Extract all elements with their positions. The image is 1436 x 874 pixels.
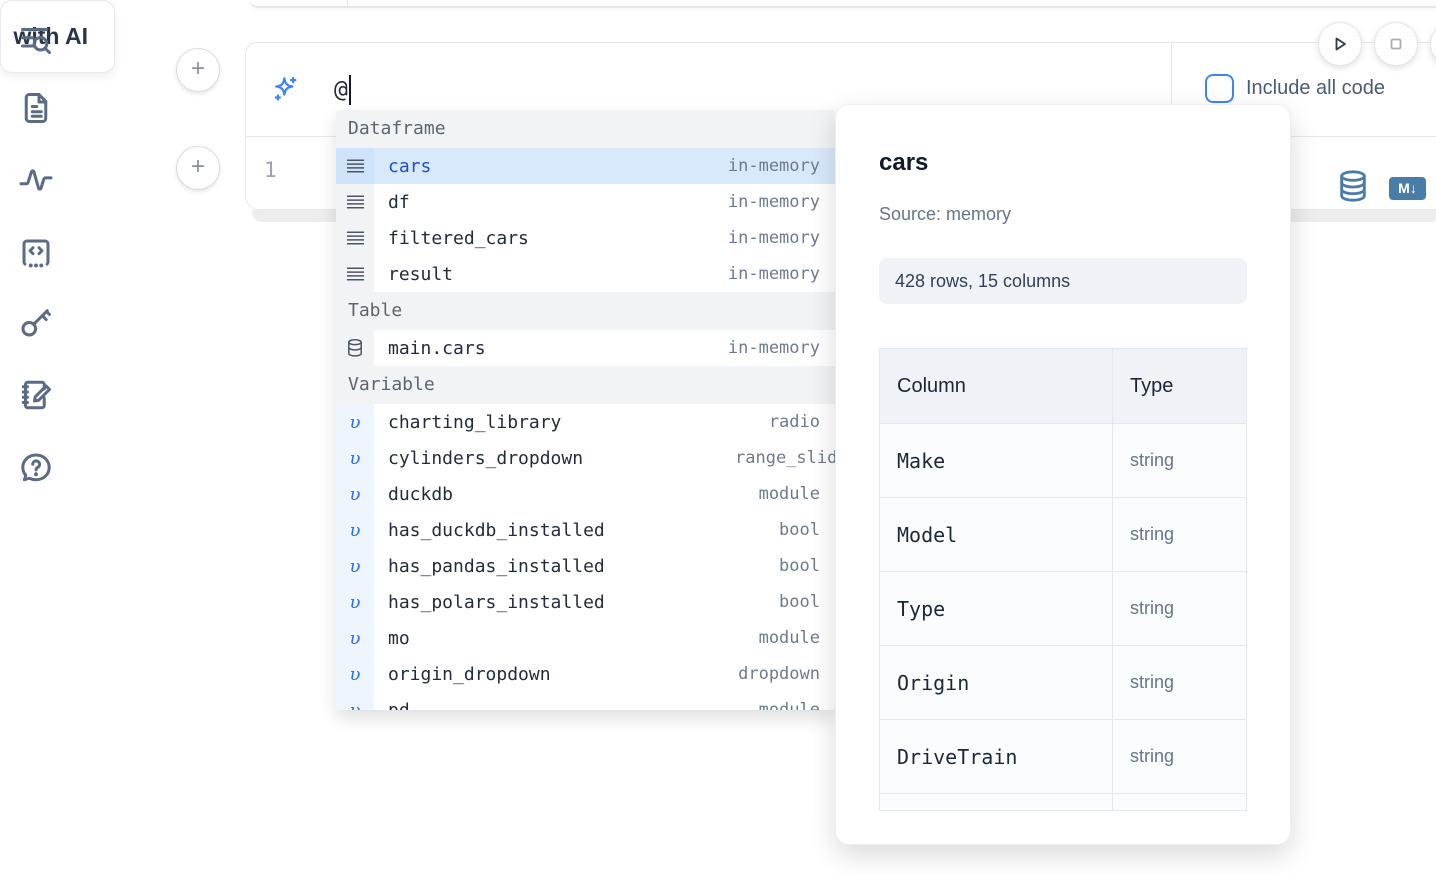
autocomplete-dropdown: Dataframe cars in-memory df in-memory fi… — [336, 110, 835, 710]
file-document-icon[interactable] — [16, 88, 56, 128]
plus-icon: + — [190, 153, 205, 180]
play-icon — [1335, 37, 1346, 51]
gutter-divider — [347, 0, 348, 7]
activity-tracer-icon[interactable] — [16, 160, 56, 200]
autocomplete-item-mo[interactable]: υ mo module — [336, 620, 835, 656]
ai-prompt-input[interactable]: @ — [334, 72, 351, 108]
autocomplete-item-origin-dropdown[interactable]: υ origin_dropdown dropdown — [336, 656, 835, 692]
autocomplete-item-cylinders-dropdown[interactable]: υ cylinders_dropdown range_slider — [336, 440, 835, 476]
text-cursor — [348, 75, 351, 105]
autocomplete-item-has-duckdb-installed[interactable]: υ has_duckdb_installed bool — [336, 512, 835, 548]
schema-row-partial — [880, 794, 1246, 810]
dataframe-rows-icon — [336, 256, 374, 292]
variable-icon: υ — [336, 548, 374, 584]
schema-row-type: Type string — [880, 572, 1246, 646]
shape-badge: 428 rows, 15 columns — [879, 258, 1247, 304]
add-cell-button-bottom[interactable]: + — [176, 146, 220, 190]
column-header: Column — [897, 374, 966, 397]
type-header: Type — [1112, 349, 1246, 423]
include-all-code-label: Include all code — [1246, 77, 1385, 99]
ai-sparkle-icon — [274, 76, 297, 101]
keys-icon[interactable] — [16, 302, 56, 342]
variable-icon: υ — [336, 656, 374, 692]
database-icon[interactable] — [1336, 168, 1370, 204]
section-header-table: Table — [336, 292, 835, 330]
autocomplete-item-df[interactable]: df in-memory — [336, 184, 835, 220]
variable-icon: υ — [336, 512, 374, 548]
autocomplete-item-pd-partial[interactable]: υ pd module — [336, 692, 835, 710]
variable-icon: υ — [336, 440, 374, 476]
autocomplete-item-has-polars-installed[interactable]: υ has_polars_installed bool — [336, 584, 835, 620]
schema-row-model: Model string — [880, 498, 1246, 572]
run-cell-button[interactable] — [1318, 22, 1362, 66]
dataframe-preview-popover: cars Source: memory 428 rows, 15 columns… — [835, 104, 1291, 845]
generate-with-ai-button[interactable]: with AI — [0, 0, 115, 73]
divider — [1171, 43, 1172, 136]
schema-row-origin: Origin string — [880, 646, 1246, 720]
plus-icon: + — [190, 55, 205, 82]
previous-cell-bottom-edge — [250, 0, 1436, 8]
preview-source: Source: memory — [879, 204, 1012, 224]
autocomplete-item-has-pandas-installed[interactable]: υ has_pandas_installed bool — [336, 548, 835, 584]
section-header-dataframe: Dataframe — [336, 110, 835, 148]
schema-table-header: Column Type — [880, 349, 1246, 424]
autocomplete-item-cars[interactable]: cars in-memory — [336, 148, 835, 184]
autocomplete-item-duckdb[interactable]: υ duckdb module — [336, 476, 835, 512]
dataframe-rows-icon — [336, 220, 374, 256]
variable-icon: υ — [336, 404, 374, 440]
variable-icon: υ — [336, 692, 374, 710]
section-header-variable: Variable — [336, 366, 835, 404]
stop-button[interactable] — [1374, 22, 1418, 66]
schema-row-make: Make string — [880, 424, 1246, 498]
autocomplete-item-charting-library[interactable]: υ charting_library radio — [336, 404, 835, 440]
dataframe-rows-icon — [336, 184, 374, 220]
schema-table: Column Type Make string Model string Typ… — [879, 348, 1247, 811]
ai-prompt-row: @ Include all code — [246, 43, 1436, 136]
include-all-code-checkbox[interactable] — [1205, 74, 1234, 103]
help-chat-icon[interactable] — [16, 447, 56, 487]
preview-title: cars — [879, 149, 929, 176]
outline-search-icon[interactable] — [16, 20, 56, 60]
schema-row-drivetrain: DriveTrain string — [880, 720, 1246, 794]
database-icon — [336, 330, 374, 366]
add-cell-button-top[interactable]: + — [176, 48, 220, 92]
stop-icon — [1390, 38, 1402, 50]
dataframe-rows-icon — [336, 148, 374, 184]
variable-icon: υ — [336, 476, 374, 512]
markdown-icon[interactable]: M↓ — [1389, 177, 1426, 200]
scratchpad-icon[interactable] — [16, 375, 56, 415]
autocomplete-item-filtered-cars[interactable]: filtered_cars in-memory — [336, 220, 835, 256]
autocomplete-item-main-cars[interactable]: main.cars in-memory — [336, 330, 835, 366]
autocomplete-item-result[interactable]: result in-memory — [336, 256, 835, 292]
line-number: 1 — [264, 158, 277, 182]
prompt-text: @ — [334, 77, 348, 103]
code-snippets-icon[interactable] — [16, 233, 56, 273]
variable-icon: υ — [336, 584, 374, 620]
variable-icon: υ — [336, 620, 374, 656]
